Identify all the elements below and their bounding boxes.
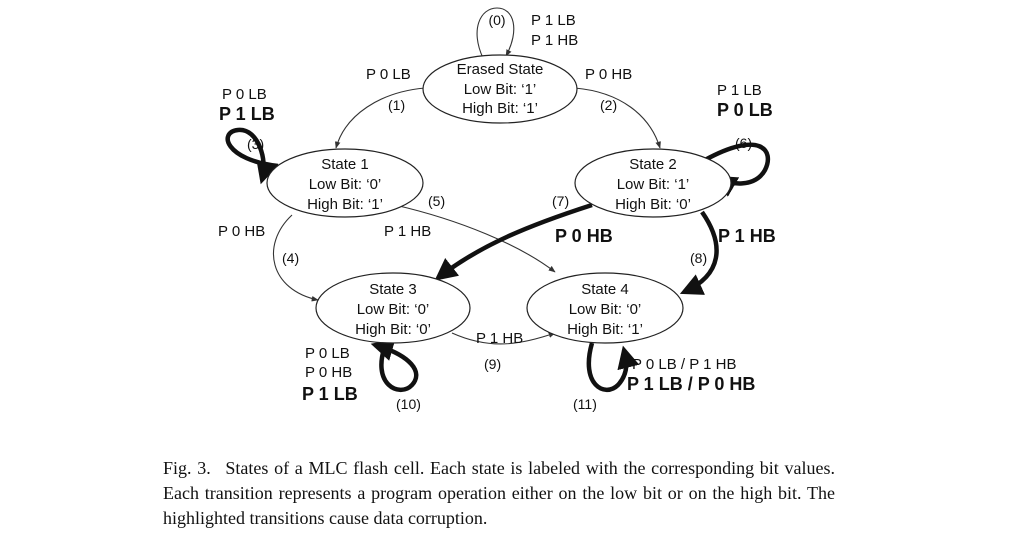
transition-0-arrow: [476, 7, 515, 59]
transition-2-label: P 0 HB: [585, 66, 632, 83]
transition-5-number: (5): [428, 193, 445, 209]
transition-3-arrow: [225, 127, 279, 185]
transition-10-label-bold: P 1 LB: [302, 384, 358, 404]
state-1-high: High Bit: ‘1’: [307, 196, 383, 213]
state-4-high: High Bit: ‘1’: [567, 321, 643, 338]
transition-1-label: P 0 LB: [366, 66, 411, 83]
transition-3-label: P 0 LB: [222, 86, 267, 103]
state-2: State 2 Low Bit: ‘1’ High Bit: ‘0’: [574, 148, 732, 218]
state-4-low: Low Bit: ‘0’: [569, 301, 642, 318]
transition-6-number: (6): [735, 135, 752, 151]
state-2-low: Low Bit: ‘1’: [617, 176, 690, 193]
state-1-name: State 1: [321, 156, 369, 173]
transition-11-label-bold: P 1 LB / P 0 HB: [627, 374, 755, 394]
transition-11-number: (11): [573, 396, 597, 412]
transition-0-number: (0): [488, 12, 505, 28]
transition-9-arrow: [451, 332, 556, 345]
transition-9-label: P 1 HB: [476, 330, 523, 347]
state-3: State 3 Low Bit: ‘0’ High Bit: ‘0’: [315, 272, 471, 344]
state-erased-low: Low Bit: ‘1’: [464, 81, 537, 98]
state-2-name: State 2: [629, 156, 677, 173]
transition-1-arrow: [334, 87, 426, 149]
transition-8-arrow: [679, 210, 719, 295]
transition-5-arrow: [394, 204, 556, 273]
transition-8-number: (8): [690, 250, 707, 266]
transition-10-label-2: P 0 HB: [305, 364, 352, 381]
transition-9-number: (9): [484, 356, 501, 372]
transition-4-label: P 0 HB: [218, 223, 265, 240]
state-erased-name: Erased State: [457, 61, 544, 78]
transition-10-number: (10): [396, 396, 421, 412]
transition-7-label-bold: P 0 HB: [555, 226, 613, 246]
transition-10-arrow: [370, 339, 419, 392]
transition-3-label-bold: P 1 LB: [219, 104, 275, 124]
state-4-name: State 4: [581, 281, 629, 298]
state-3-name: State 3: [369, 281, 417, 298]
transition-0-label-2: P 1 HB: [531, 32, 578, 49]
state-2-high: High Bit: ‘0’: [615, 196, 691, 213]
transition-2-number: (2): [600, 97, 617, 113]
transition-11-arrow: [586, 342, 640, 392]
transition-6-arrow: [703, 142, 771, 197]
state-4: State 4 Low Bit: ‘0’ High Bit: ‘1’: [526, 272, 684, 344]
state-1: State 1 Low Bit: ‘0’ High Bit: ‘1’: [266, 148, 424, 218]
transition-11-label: P 0 LB / P 1 HB: [632, 356, 737, 373]
figure-caption: Fig. 3. States of a MLC flash cell. Each…: [163, 458, 835, 528]
transition-7-number: (7): [552, 193, 569, 209]
state-1-low: Low Bit: ‘0’: [309, 176, 382, 193]
transition-4-number: (4): [282, 250, 299, 266]
transition-6-label-bold: P 0 LB: [717, 100, 773, 120]
state-erased: Erased State Low Bit: ‘1’ High Bit: ‘1’: [422, 54, 578, 124]
transition-1-number: (1): [388, 97, 405, 113]
transition-7-arrow: [434, 202, 593, 281]
transition-3-number: (3): [247, 136, 264, 152]
transition-8-label-bold: P 1 HB: [718, 226, 776, 246]
state-3-high: High Bit: ‘0’: [355, 321, 431, 338]
transition-2-arrow: [574, 87, 661, 149]
transition-6-label: P 1 LB: [717, 82, 762, 99]
state-erased-high: High Bit: ‘1’: [462, 100, 538, 117]
transition-5-label: P 1 HB: [384, 223, 431, 240]
state-3-low: Low Bit: ‘0’: [357, 301, 430, 318]
transition-10-label-1: P 0 LB: [305, 345, 350, 362]
transition-0-label-1: P 1 LB: [531, 12, 576, 29]
transition-4-arrow: [273, 214, 319, 302]
